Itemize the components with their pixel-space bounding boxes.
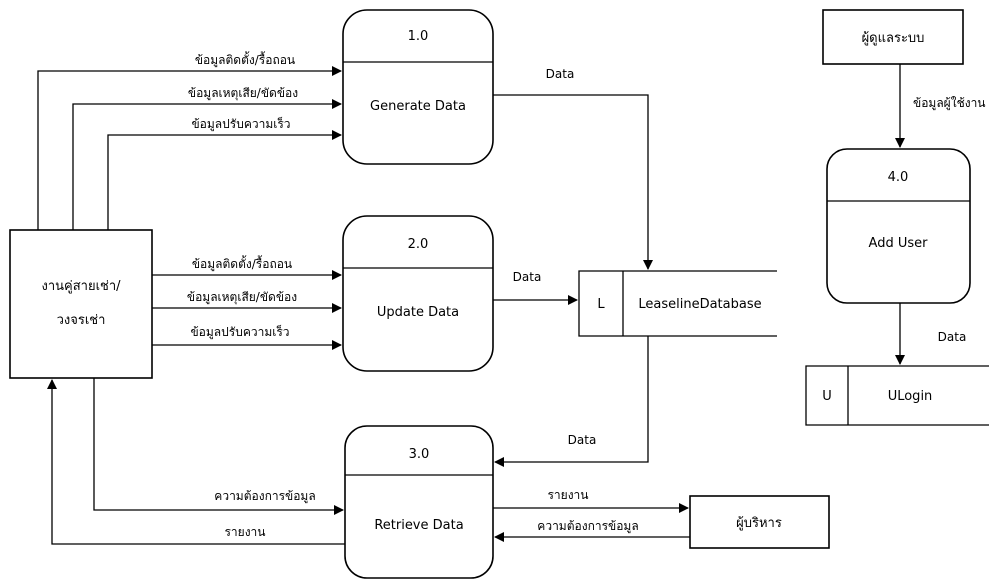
flow-label-request-entity: ความต้องการข้อมูล xyxy=(214,489,315,504)
flow-label-data-update: Data xyxy=(513,270,542,284)
process-1-id: 1.0 xyxy=(408,29,429,44)
process-4-name: Add User xyxy=(869,236,929,251)
process-4-id: 4.0 xyxy=(888,170,909,185)
flow-label-speed-1: ข้อมูลปรับความเร็ว xyxy=(191,116,290,132)
process-1-name: Generate Data xyxy=(370,99,466,114)
entity-executive: ผู้บริหาร xyxy=(689,495,830,549)
flow-store-to-retrieve xyxy=(494,336,649,467)
flow-label-fault-1: ข้อมูลเหตุเสีย/ขัดข้อง xyxy=(188,86,298,101)
flow-label-fault-2: ข้อมูลเหตุเสีย/ขัดข้อง xyxy=(187,290,297,305)
flow-label-speed-2: ข้อมูลปรับความเร็ว xyxy=(190,324,289,340)
process-2-id: 2.0 xyxy=(408,237,429,252)
flow-label-request-executive: ความต้องการข้อมูล xyxy=(537,519,638,534)
flow-label-user-info: ข้อมูลผู้ใช้งาน xyxy=(913,96,986,111)
process-retrieve-data: 3.0 Retrieve Data xyxy=(344,425,494,579)
flow-label-install-2: ข้อมูลติดตั้ง/รื้อถอน xyxy=(192,255,292,272)
process-3-name: Retrieve Data xyxy=(374,518,463,533)
datastore-leaseline: L LeaselineDatabase xyxy=(578,270,777,337)
flows-entity-to-process-2: ข้อมูลติดตั้ง/รื้อถอน ข้อมูลเหตุเสีย/ขัด… xyxy=(152,255,342,350)
entity-leased-line-label-2: วงจรเช่า xyxy=(57,313,106,328)
datastore-l-name: LeaselineDatabase xyxy=(638,297,761,312)
datastore-u-code: U xyxy=(822,389,832,404)
flow-request-to-retrieve xyxy=(93,378,344,515)
process-update-data: 2.0 Update Data xyxy=(342,215,494,372)
flow-label-data-add-user: Data xyxy=(938,330,967,344)
entity-admin-label: ผู้ดูแลระบบ xyxy=(862,31,925,46)
flow-label-install-1: ข้อมูลติดตั้ง/รื้อถอน xyxy=(195,51,295,68)
flow-report-to-entity xyxy=(47,379,345,545)
datastore-u-name: ULogin xyxy=(888,389,933,404)
entity-executive-label: ผู้บริหาร xyxy=(736,516,782,531)
process-add-user: 4.0 Add User xyxy=(826,148,971,304)
entity-leased-line-label-1: งานคู่สายเช่า/ xyxy=(41,279,121,294)
flow-label-report-entity: รายงาน xyxy=(224,525,265,539)
process-2-name: Update Data xyxy=(377,305,459,320)
flows-entity-to-process-1: ข้อมูลติดตั้ง/รื้อถอน ข้อมูลเหตุเสีย/ขัด… xyxy=(37,51,342,230)
datastore-l-code: L xyxy=(597,297,605,312)
flow-generate-to-store xyxy=(493,94,653,270)
process-3-id: 3.0 xyxy=(409,447,430,462)
process-generate-data: 1.0 Generate Data xyxy=(342,9,494,165)
entity-admin: ผู้ดูแลระบบ xyxy=(822,9,964,65)
flow-label-data-retrieve: Data xyxy=(568,433,597,447)
datastore-ulogin: U ULogin xyxy=(805,365,989,426)
flow-label-report-executive: รายงาน xyxy=(547,488,588,502)
flow-label-data-generate: Data xyxy=(546,67,575,81)
entity-leased-line: งานคู่สายเช่า/ วงจรเช่า xyxy=(9,229,153,379)
